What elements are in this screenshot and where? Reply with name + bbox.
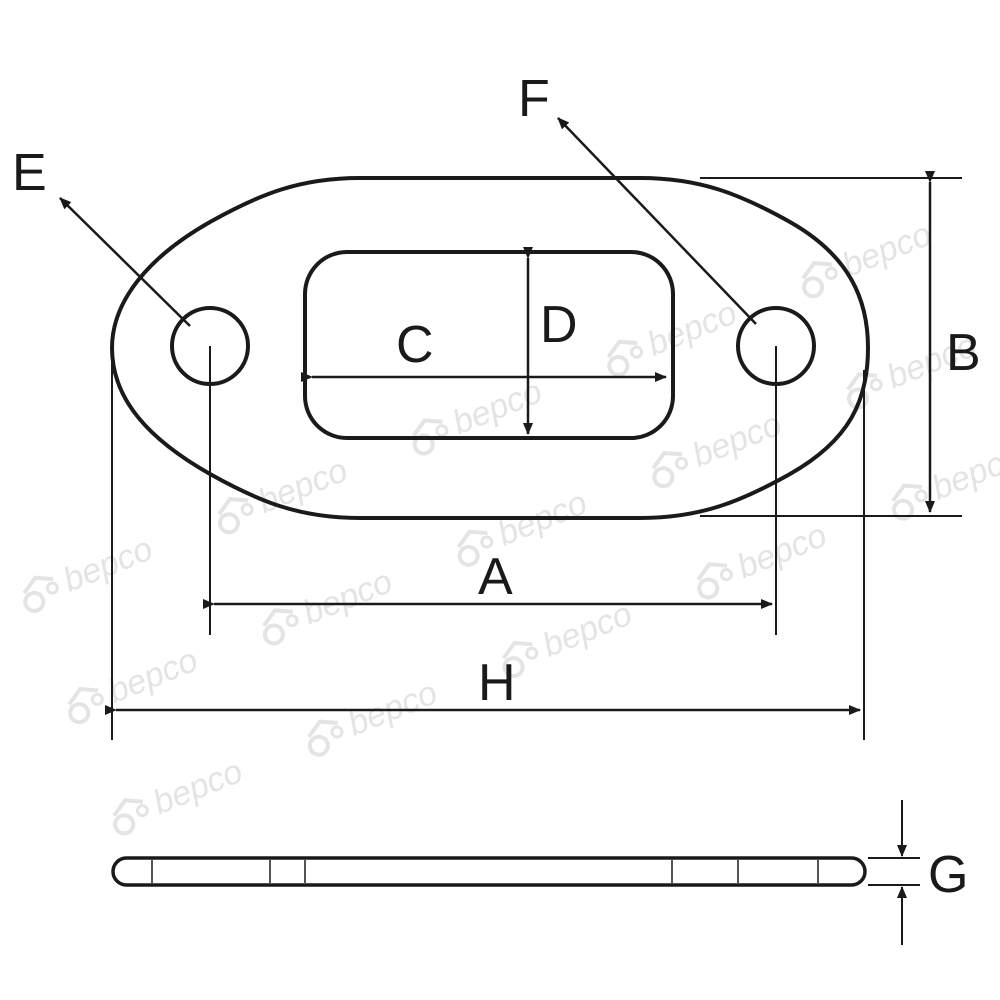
watermark — [104, 750, 250, 841]
watermark-group — [14, 212, 1000, 841]
label-a: A — [478, 548, 513, 606]
center-opening — [303, 250, 675, 440]
watermark — [493, 592, 640, 684]
watermark — [208, 448, 355, 540]
side-view-hidden-edges — [151, 860, 819, 883]
dimension-g — [868, 800, 920, 945]
watermark — [14, 527, 161, 619]
label-e: E — [12, 144, 47, 202]
label-g: G — [928, 846, 968, 904]
watermark — [882, 435, 1000, 527]
watermark — [59, 638, 205, 730]
watermark — [298, 671, 445, 763]
watermark — [793, 212, 939, 304]
watermark — [403, 370, 550, 462]
label-h: H — [478, 654, 516, 712]
watermark — [253, 560, 400, 651]
label-b: B — [946, 324, 981, 382]
side-view-plate — [111, 856, 867, 887]
label-d: D — [540, 296, 578, 354]
label-c: C — [396, 316, 434, 374]
extension-lines — [111, 177, 962, 740]
leader-f-arrow — [557, 117, 757, 325]
gasket-outline — [109, 176, 871, 520]
leader-e-arrow — [59, 197, 191, 327]
watermark — [688, 514, 835, 605]
label-f: F — [518, 70, 550, 128]
watermark — [448, 481, 595, 573]
